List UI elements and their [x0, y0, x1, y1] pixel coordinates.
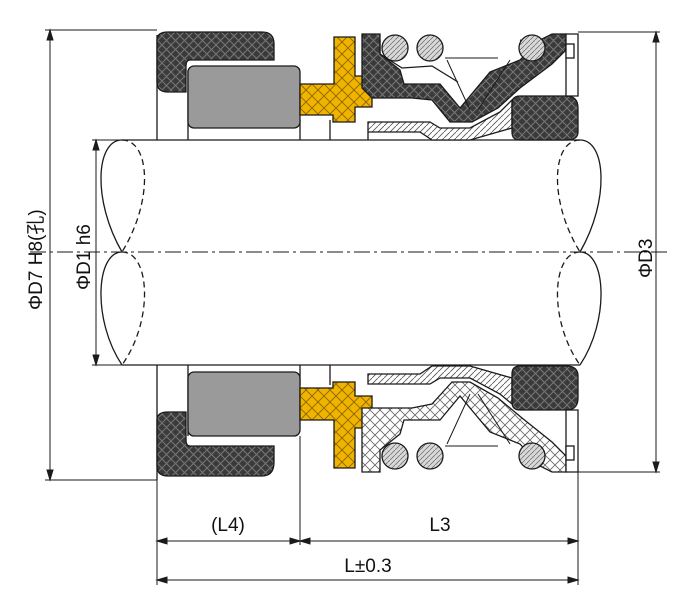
end-ring-upper [511, 95, 579, 141]
spring-coil-6 [518, 442, 546, 470]
label-d1: ΦD1 h6 [74, 224, 95, 290]
dimension-lines [45, 28, 660, 585]
seat-o-ring-upper [156, 31, 275, 93]
bellows-lower [361, 381, 567, 473]
label-d7: ΦD7 H8(孔) [25, 209, 47, 310]
shaft [100, 139, 602, 366]
stationary-seat-lower [187, 371, 301, 437]
label-l4: (L4) [211, 515, 245, 536]
carbon-face-lower [299, 381, 373, 469]
end-ring-lower [511, 365, 579, 411]
lower-seal-section [156, 365, 579, 480]
spring-coil-3 [518, 34, 546, 62]
retainer-lower [367, 365, 513, 406]
stationary-seat-upper [187, 65, 301, 129]
spring-coil-1 [381, 34, 409, 62]
spring-coil-5 [416, 442, 444, 470]
seat-o-ring-lower [156, 411, 275, 477]
label-d3: ΦD3 [636, 239, 657, 278]
carbon-face-upper [299, 36, 373, 123]
label-l: L±0.3 [344, 556, 391, 577]
spring-coil-4 [381, 442, 409, 470]
label-l3: L3 [429, 515, 450, 536]
upper-seal-section [156, 31, 579, 141]
spring-coil-2 [416, 34, 444, 62]
